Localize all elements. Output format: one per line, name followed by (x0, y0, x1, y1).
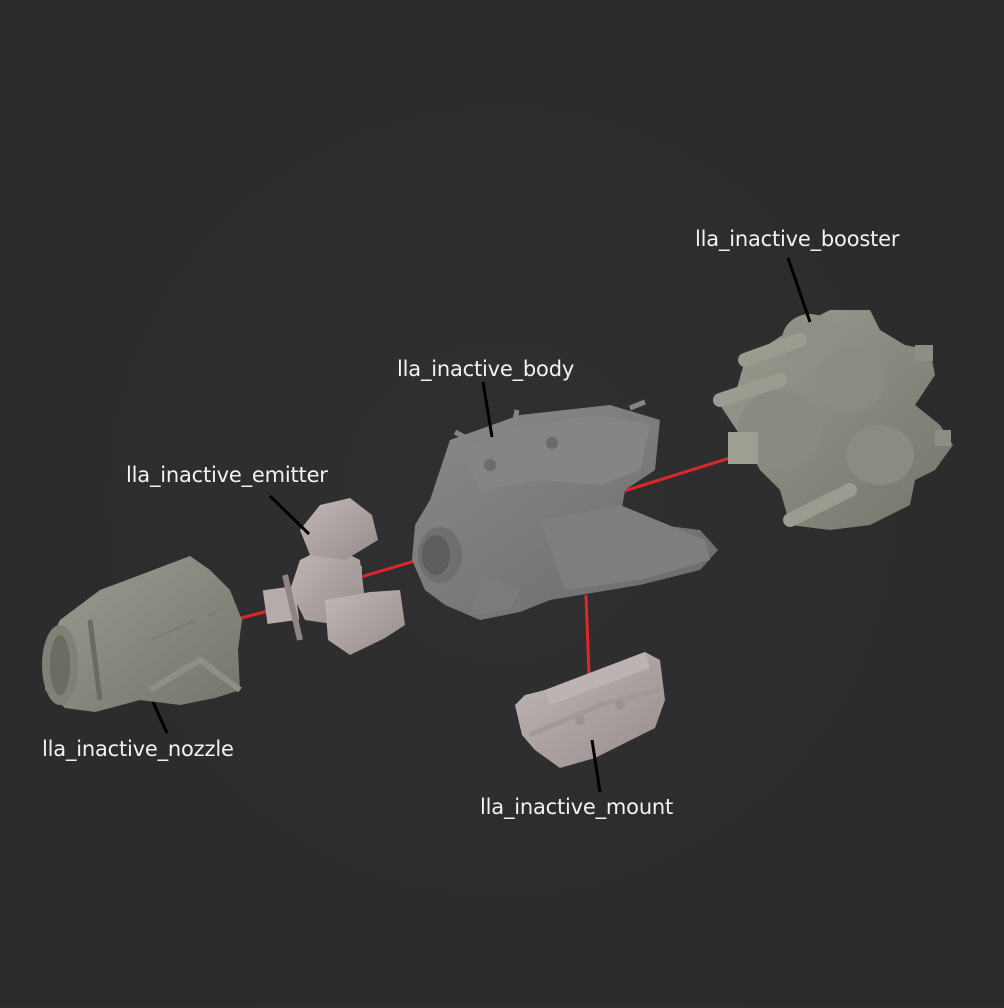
label-nozzle: lla_inactive_nozzle (42, 737, 234, 761)
leader-nozzle (151, 701, 169, 734)
label-emitter: lla_inactive_emitter (126, 463, 328, 487)
label-body: lla_inactive_body (397, 357, 575, 381)
booster-part[interactable] (713, 310, 953, 530)
label-mount: lla_inactive_mount (480, 795, 674, 819)
leader-mount (590, 739, 602, 793)
label-booster: lla_inactive_booster (695, 227, 900, 251)
mount-part[interactable] (515, 652, 665, 768)
leader-booster (786, 257, 812, 323)
leader-emitter (268, 494, 311, 536)
connector-body-mount (584, 594, 591, 677)
leader-lines (151, 257, 812, 793)
connector-body-booster (620, 455, 734, 494)
emitter-part[interactable] (262, 498, 405, 655)
leader-body (481, 381, 494, 438)
nozzle-part[interactable] (42, 556, 242, 712)
body-part[interactable] (412, 399, 718, 620)
